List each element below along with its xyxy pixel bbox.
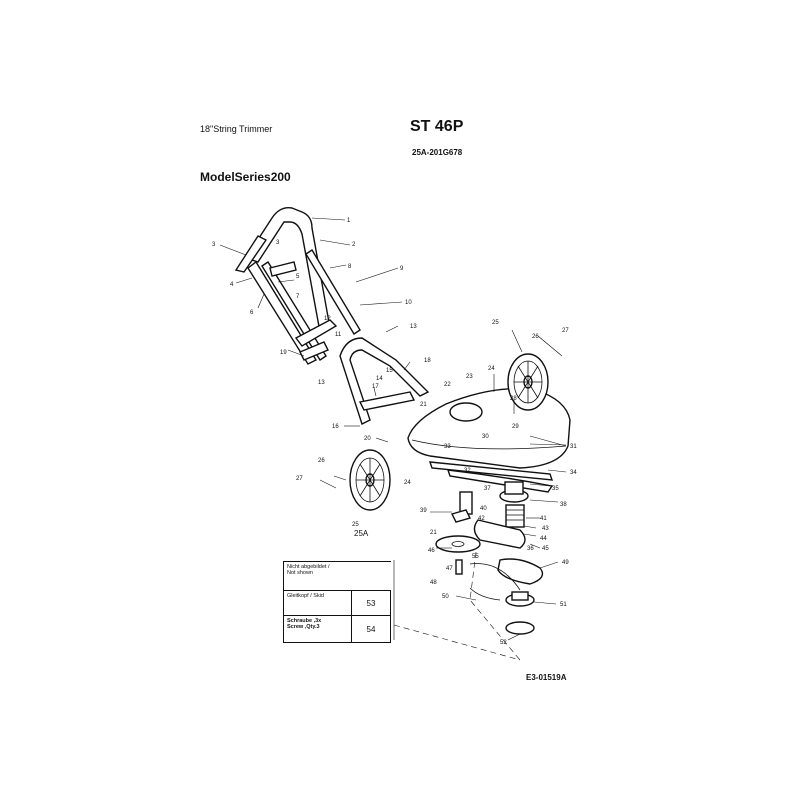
callout: 41	[540, 516, 547, 522]
callout: 42	[478, 516, 485, 522]
left-wheel	[349, 449, 391, 511]
model-number: ST 46P	[410, 118, 464, 135]
callout: 50	[442, 594, 449, 600]
callout: 24	[404, 480, 411, 486]
callout: 27	[296, 476, 303, 482]
not-shown-parts-table: Nicht abgebildet / Not shown Gleitkopf /…	[283, 561, 391, 643]
part-number: 53	[351, 590, 391, 616]
callout: 36	[527, 546, 534, 552]
callout: 8	[348, 264, 352, 270]
callout: 24	[488, 366, 495, 372]
callout: 35	[552, 486, 559, 492]
callout: 2	[352, 242, 356, 248]
callout: 45	[542, 546, 549, 552]
not-shown-header: Nicht abgebildet / Not shown	[283, 561, 391, 591]
document-number: E3-01519A	[526, 673, 567, 682]
callout: 9	[400, 266, 404, 272]
callout: 39	[420, 508, 427, 514]
callout: 30	[482, 434, 489, 440]
callout: 51	[560, 602, 567, 608]
part-description: Gleitkopf / Skid	[283, 590, 352, 616]
callout: 47	[446, 566, 453, 572]
right-wheel	[507, 353, 549, 411]
callout: 40	[480, 506, 487, 512]
callout: 32	[464, 468, 471, 474]
serial-number: 25A-201G678	[412, 148, 463, 157]
callout: 21	[420, 402, 427, 408]
callout: 4	[230, 282, 234, 288]
callout: 7	[296, 294, 300, 300]
callout: 18	[424, 358, 431, 364]
callout: 11	[335, 332, 342, 338]
callout: 28	[510, 396, 517, 402]
callout: 52	[500, 640, 507, 646]
callout: 3	[276, 240, 280, 246]
callout: 19	[280, 350, 287, 356]
callout: 23	[466, 374, 473, 380]
callout: 33	[444, 444, 451, 450]
callout: 26	[532, 334, 539, 340]
callout: 14	[376, 376, 383, 382]
callout: 6	[250, 310, 254, 316]
callout: 29	[512, 424, 519, 430]
table-row: Gleitkopf / Skid 53	[283, 590, 391, 616]
callout: 15	[386, 368, 393, 374]
callout: 5	[296, 274, 300, 280]
callout: 16	[332, 424, 339, 430]
part-description: Schraube ,3x Screw ,Qty.3	[283, 615, 352, 643]
part-number: 54	[351, 615, 391, 643]
callout: 21	[430, 530, 437, 536]
callout: 46	[428, 548, 435, 554]
handle-assembly	[234, 207, 430, 425]
callout: 22	[444, 382, 451, 388]
callout: 25A	[354, 529, 369, 538]
deck-housing	[407, 387, 571, 493]
callout: 38	[560, 502, 567, 508]
callout: 37	[484, 486, 491, 492]
callout: 26	[318, 458, 325, 464]
model-series: ModelSeries200	[200, 170, 291, 184]
table-row: Schraube ,3x Screw ,Qty.3 54	[283, 615, 391, 643]
callout: 25	[492, 320, 499, 326]
callout-leaders	[219, 217, 567, 641]
callout: 12	[324, 316, 331, 322]
callout: 10	[405, 300, 412, 306]
callout: 1	[347, 218, 351, 224]
callout: 17	[372, 384, 379, 390]
callout: 44	[540, 536, 547, 542]
callout-labels: 1 2 3 3 4 5 6 7 8 9 10 11 12 13 13 14 15…	[212, 218, 577, 646]
callout: 25	[352, 522, 359, 528]
callout: 48	[430, 580, 437, 586]
callout: 49	[562, 560, 569, 566]
callout: 34	[570, 470, 577, 476]
callout: 31	[570, 444, 577, 450]
subtitle: 18"String Trimmer	[200, 124, 273, 134]
callout: 43	[542, 526, 549, 532]
callout: 13	[410, 324, 417, 330]
spindle-assembly	[435, 481, 544, 635]
callout: 20	[364, 436, 371, 442]
callout: 3	[212, 242, 216, 248]
callout: 55	[472, 554, 479, 560]
callout: 27	[562, 328, 569, 334]
callout: 13	[318, 380, 325, 386]
